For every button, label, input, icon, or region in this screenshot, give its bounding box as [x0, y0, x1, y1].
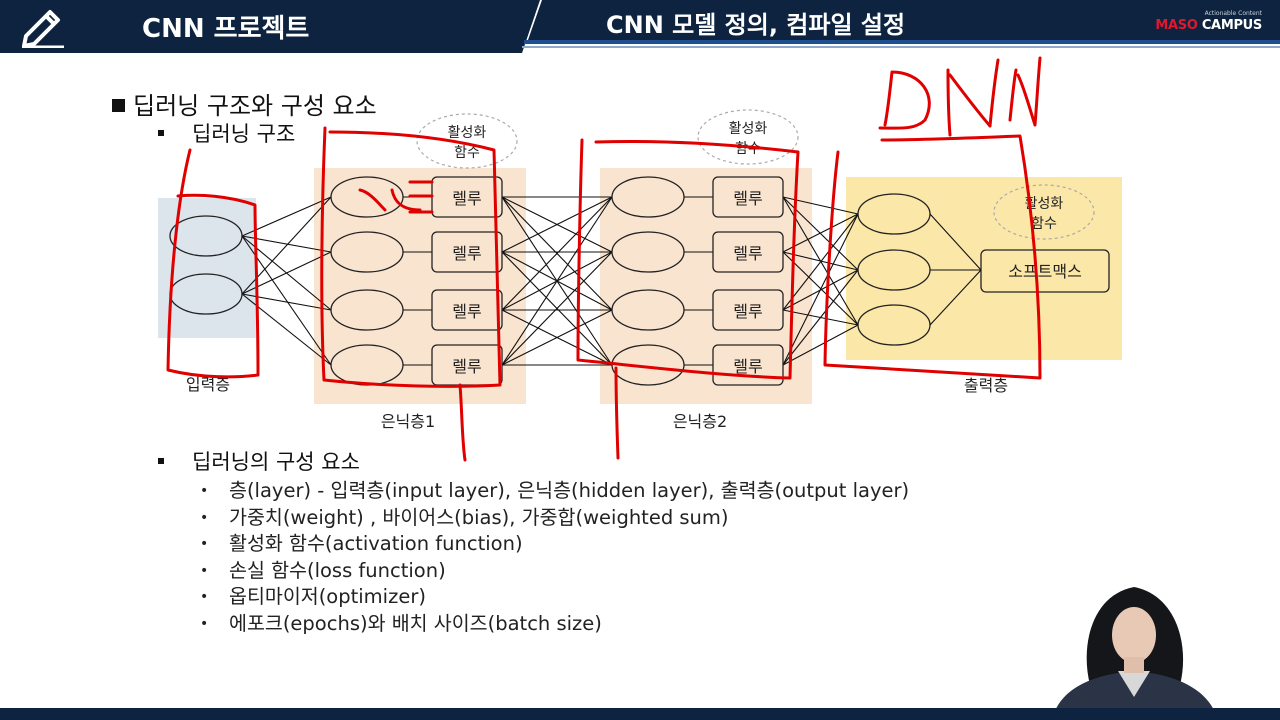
list-item: • 에포크(epochs)와 배치 사이즈(batch size) — [200, 611, 909, 638]
pen-annotations — [166, 56, 1042, 462]
relu-box — [712, 344, 784, 386]
connection-line — [501, 251, 613, 366]
connection-line — [501, 196, 613, 253]
components-list: • 층(layer) - 입력층(input layer), 은닉층(hidden… — [200, 478, 909, 637]
components-subheading-text: 딥러닝의 구성 요소 — [192, 450, 360, 474]
bullet-icon: • — [200, 483, 209, 499]
hidden-layer2-label: 은닉층2 — [673, 412, 727, 431]
relu-label: 렐루 — [452, 244, 481, 263]
relu-label: 렐루 — [452, 302, 481, 321]
input-layer-label: 입력층 — [186, 375, 230, 394]
relu-label: 렐루 — [733, 189, 762, 208]
relu-label: 렐루 — [733, 357, 762, 376]
softmax-label: 소프트맥스 — [1008, 262, 1082, 281]
header-left-bar — [0, 0, 540, 53]
relu-label: 렐루 — [733, 302, 762, 321]
connection-line — [501, 309, 613, 366]
list-item-text: 가중치(weight) , 바이어스(bias), 가중합(weighted s… — [229, 505, 729, 529]
relu-box — [712, 176, 784, 218]
relu-label: 렐루 — [452, 189, 481, 208]
output-layer-box — [846, 177, 1122, 360]
bullet-icon: • — [200, 536, 209, 552]
header-stripe — [524, 40, 1280, 44]
activation-label-line1: 활성화 — [448, 125, 487, 141]
header-stripe-thin — [522, 46, 1280, 48]
connections — [241, 196, 859, 366]
connection-line — [782, 324, 859, 366]
bullet-icon — [158, 130, 164, 136]
slide-title: CNN 모델 정의, 컴파일 설정 — [606, 11, 906, 39]
presenter-video — [1052, 587, 1218, 720]
relu-box — [431, 289, 503, 331]
list-item: • 옵티마이저(optimizer) — [200, 584, 909, 611]
relu-box — [712, 231, 784, 273]
list-item: • 활성화 함수(activation function) — [200, 531, 909, 558]
activation-label-line1: 활성화 — [729, 121, 768, 137]
section-heading-text: 딥러닝 구조와 구성 요소 — [133, 92, 377, 120]
activation-oval — [416, 113, 518, 169]
section-heading: 딥러닝 구조와 구성 요소 — [112, 86, 377, 121]
bullet-icon: • — [200, 615, 209, 632]
connection-line — [782, 251, 859, 271]
softmax-box — [980, 249, 1110, 293]
bullet-icon — [158, 458, 164, 464]
list-item: • 가중치(weight) , 바이어스(bias), 가중합(weighted … — [200, 505, 909, 532]
connection-line — [782, 213, 859, 253]
brand-logo: Actionable Content MASO CAMPUS — [1155, 10, 1276, 38]
connection-line — [782, 213, 859, 366]
structure-subheading-text: 딥러닝 구조 — [192, 122, 296, 146]
hidden-layer1-label: 은닉층1 — [381, 412, 435, 431]
relu-box — [712, 289, 784, 331]
connection-line — [501, 196, 613, 311]
bullet-icon: • — [200, 562, 209, 579]
relu-box — [431, 231, 503, 273]
hidden-layer2-box — [600, 168, 812, 404]
list-item-text: 층(layer) - 입력층(input layer), 은닉층(hidden … — [229, 479, 910, 502]
activation-oval — [993, 184, 1095, 240]
pencil-icon — [22, 10, 64, 48]
components-subheading: 딥러닝의 구성 요소 — [158, 446, 360, 476]
brand-name-part1: MASO — [1155, 18, 1198, 33]
connection-line — [782, 213, 859, 311]
relu-label: 렐루 — [452, 357, 481, 376]
list-item: • 층(layer) - 입력층(input layer), 은닉층(hidden… — [200, 478, 909, 505]
input-node — [169, 215, 243, 257]
activation-label-line2: 함수 — [454, 145, 480, 161]
output-layer-label: 출력층 — [964, 376, 1008, 395]
relu-label: 렐루 — [733, 244, 762, 263]
list-item: • 손실 함수(loss function) — [200, 558, 909, 585]
activation-label-line2: 함수 — [1031, 216, 1057, 232]
structure-subheading: 딥러닝 구조 — [158, 118, 295, 148]
activation-label-line1: 활성화 — [1025, 196, 1064, 212]
list-item-text: 에포크(epochs)와 배치 사이즈(batch size) — [229, 611, 602, 635]
footer-bar — [0, 708, 1280, 720]
header-right-bar — [528, 0, 1280, 40]
connection-line — [501, 196, 613, 366]
list-item-text: 손실 함수(loss function) — [229, 558, 446, 582]
brand-tagline: Actionable Content — [1204, 10, 1262, 17]
input-layer-box — [158, 198, 256, 338]
bullet-icon: • — [200, 589, 209, 605]
brand-name-part2: CAMPUS — [1201, 18, 1262, 33]
list-item-text: 활성화 함수(activation function) — [229, 532, 523, 555]
list-item-text: 옵티마이저(optimizer) — [229, 585, 426, 608]
brand-name: MASO CAMPUS — [1155, 18, 1262, 33]
project-title: CNN 프로젝트 — [142, 14, 310, 44]
bullet-icon: • — [200, 509, 209, 526]
connection-line — [782, 269, 859, 366]
square-bullet-icon — [112, 99, 125, 112]
activation-oval — [697, 109, 799, 165]
